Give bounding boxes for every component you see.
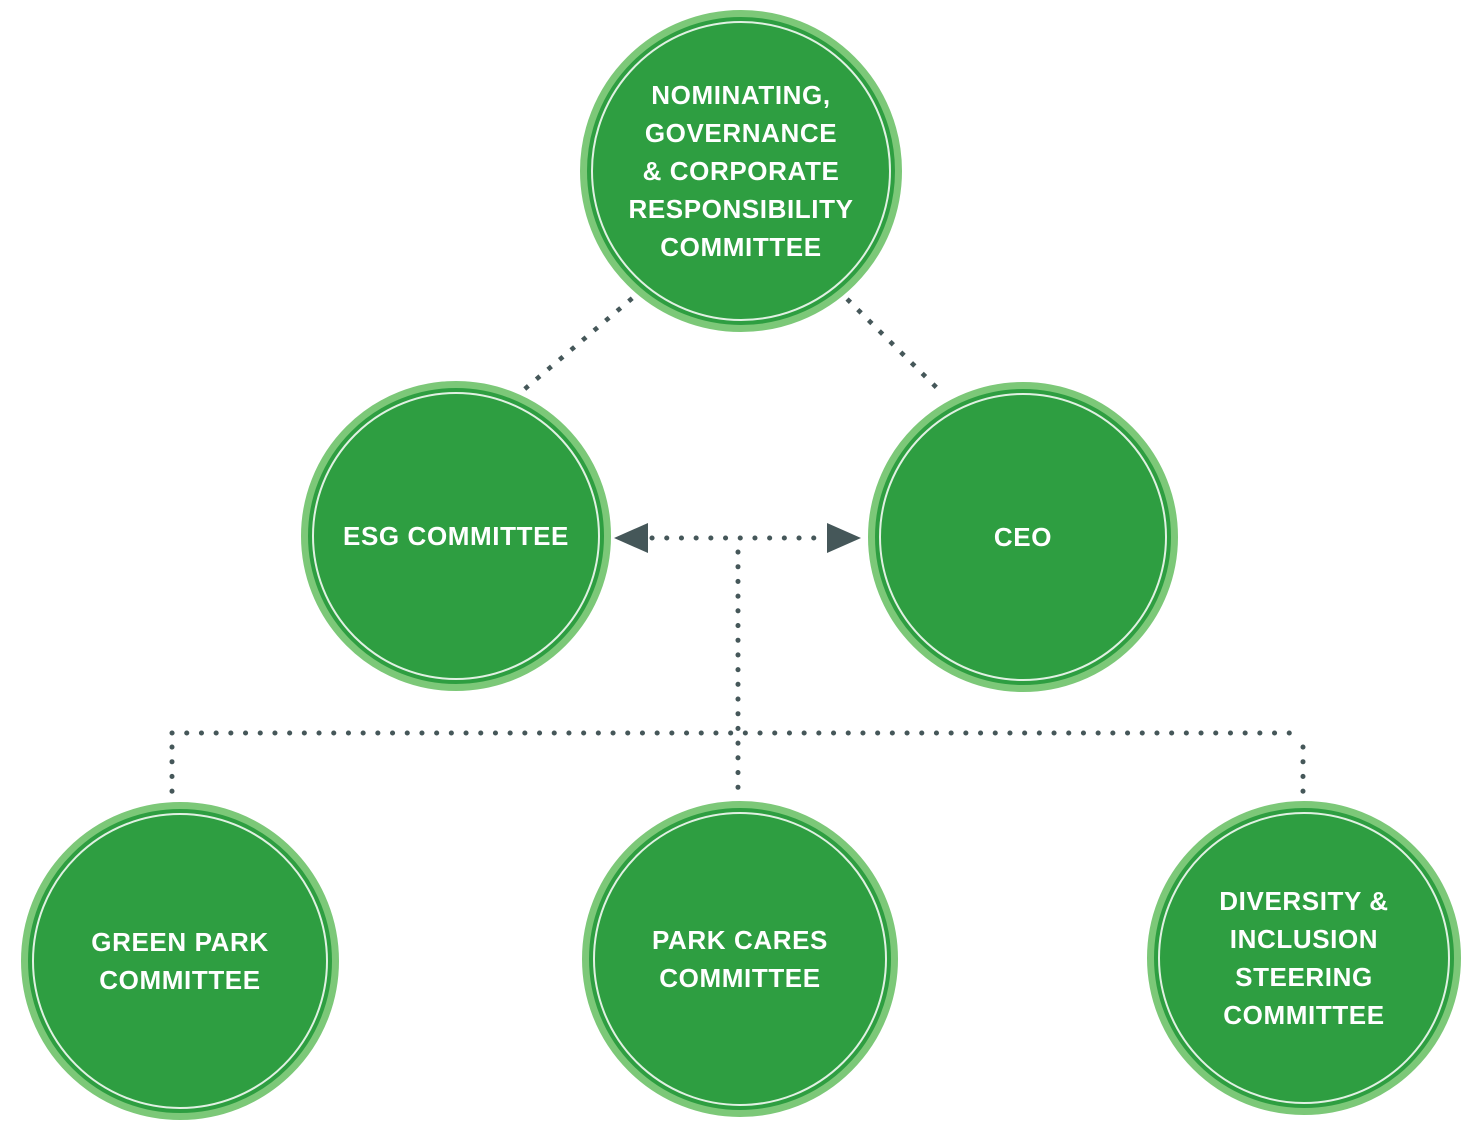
- node-park-cares-committee: PARK CARES COMMITTEE: [582, 801, 898, 1117]
- node-esg-committee: ESG COMMITTEE: [301, 381, 611, 691]
- arrowhead-right-icon: [827, 523, 861, 553]
- node-label: ESG COMMITTEE: [343, 521, 569, 551]
- connector-nominating-esg: [516, 286, 646, 397]
- connector-nominating-ceo: [834, 286, 945, 396]
- node-label: CEO: [993, 522, 1053, 552]
- node-label: PARK CARES COMMITTEE: [652, 925, 828, 993]
- node-label: NOMINATING, GOVERNANCE & CORPORATE RESPO…: [628, 80, 854, 262]
- node-label: DIVERSITY & INCLUSION STEERING COMMITTEE: [1219, 886, 1389, 1030]
- node-nominating-governance-corporate-responsibility-committee: NOMINATING, GOVERNANCE & CORPORATE RESPO…: [580, 10, 902, 332]
- node-diversity-inclusion-steering-committee: DIVERSITY & INCLUSION STEERING COMMITTEE: [1147, 801, 1461, 1115]
- node-label: GREEN PARK COMMITTEE: [91, 927, 269, 995]
- node-ceo: CEO: [868, 382, 1178, 692]
- node-green-park-committee: GREEN PARK COMMITTEE: [21, 802, 339, 1120]
- arrowhead-left-icon: [614, 523, 648, 553]
